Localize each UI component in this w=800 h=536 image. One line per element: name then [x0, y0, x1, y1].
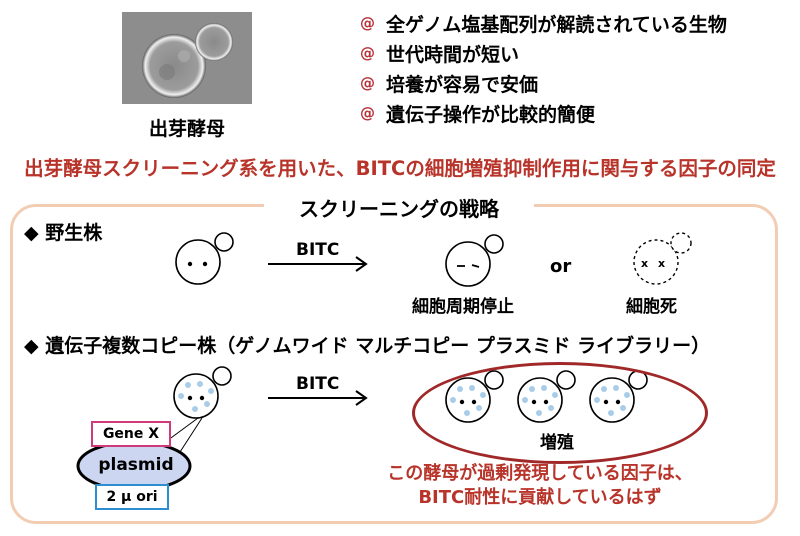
outcome-arrest: 細胞周期停止 [412, 297, 514, 317]
photo-caption: 出芽酵母 [148, 118, 225, 140]
svg-text:x: x [658, 257, 665, 270]
dead-cell-icon: x x [633, 232, 692, 285]
plasmid-label: plasmid [98, 455, 174, 475]
bitc-label: BITC [296, 374, 340, 394]
conclusion-line-2: BITC耐性に貢献しているはず [418, 487, 662, 508]
yeast-cell-icon [175, 232, 234, 285]
strategy-title: スクリーニングの戦略 [264, 193, 534, 222]
multicopy-heading: ◆ 遺伝子複数コピー株（ゲノムワイド マルチコピー プラスミド ライブラリー） [24, 335, 711, 357]
svg-text:x: x [641, 257, 648, 270]
feature-list: @全ゲノム塩基配列が解読されている生物 @世代時間が短い @培養が容易で安価 @… [360, 8, 727, 128]
gene-x-box: Gene X [91, 421, 171, 447]
arrested-cell-icon [445, 234, 504, 287]
list-item: @遺伝子操作が比較的簡便 [360, 103, 596, 126]
headline: 出芽酵母スクリーニング系を用いた、BITCの細胞増殖抑制作用に関与する因子の同定 [24, 157, 776, 180]
growth-ellipse [412, 362, 708, 464]
ori-box: 2 μ ori [95, 484, 169, 510]
spiral-bullet-icon: @ [360, 104, 375, 122]
spiral-bullet-icon: @ [360, 44, 375, 62]
conclusion: この酵母が過剰発現している因子は、 BITC耐性に貢献しているはず [370, 462, 710, 510]
spiral-bullet-icon: @ [360, 74, 375, 92]
bitc-label: BITC [296, 240, 340, 260]
conclusion-line-1: この酵母が過剰発現している因子は、 [387, 463, 693, 484]
list-item: @全ゲノム塩基配列が解読されている生物 [360, 13, 727, 36]
arrow-icon [268, 256, 368, 272]
list-item: @培養が容易で安価 [360, 73, 539, 96]
multicopy-cell-icon [173, 366, 232, 419]
outcome-death: 細胞死 [626, 297, 677, 317]
or-label: or [550, 256, 572, 277]
wild-type-heading: ◆ 野生株 [24, 222, 103, 244]
yeast-micrograph [122, 12, 252, 104]
list-item: @世代時間が短い [360, 43, 520, 66]
growth-label: 増殖 [540, 433, 574, 453]
spiral-bullet-icon: @ [360, 14, 375, 32]
arrow-icon [268, 390, 368, 406]
